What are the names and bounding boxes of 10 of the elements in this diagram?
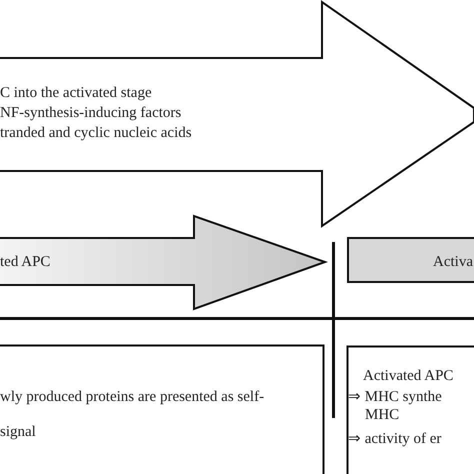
label-text: tranded and cyclic nucleic acids <box>0 124 192 142</box>
label-text: C into the activated stage <box>0 84 152 102</box>
label-text: ted APC <box>0 253 50 271</box>
label-text: wly produced proteins are presented as self- <box>0 388 264 406</box>
label-text: ⇒ activity of er <box>348 430 442 448</box>
label-text: Activated APC <box>363 367 454 385</box>
label-text: Activa <box>433 253 473 271</box>
label-text: NF-synthesis-inducing factors <box>0 104 182 122</box>
label-text: signal <box>0 423 36 441</box>
label-text: ⇒ MHC synthe MHC <box>348 388 443 424</box>
